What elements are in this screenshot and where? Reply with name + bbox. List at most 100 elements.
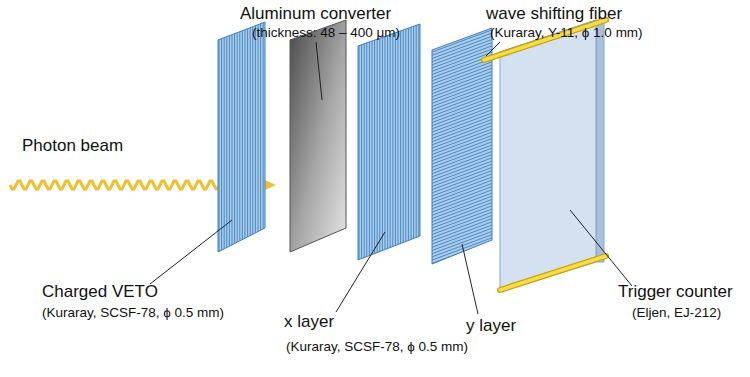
fiber-stroke: [430, 29, 494, 53]
fiber-stroke: [430, 144, 494, 168]
fiber-stroke: [387, 0, 388, 300]
fiber-stroke: [430, 176, 494, 200]
fiber-stroke: [232, 0, 233, 300]
fiber-stroke: [430, 183, 494, 207]
fiber-stroke: [430, 122, 494, 146]
fiber-stroke: [430, 250, 494, 274]
fiber-stroke: [237, 0, 238, 300]
fiber-stroke: [430, 237, 494, 261]
fiber-stroke: [364, 0, 365, 300]
fiber-stroke: [430, 16, 494, 40]
fiber-stripes: [219, 0, 263, 300]
fiber-stroke: [430, 231, 494, 255]
fiber-stroke: [430, 164, 494, 188]
fiber-stroke: [369, 0, 370, 300]
fiber-stroke: [430, 180, 494, 204]
fiber-stroke: [430, 148, 494, 172]
fiber-stroke: [430, 132, 494, 156]
fiber-stroke: [263, 0, 264, 300]
fiber-stroke: [430, 202, 494, 226]
fiber-stroke: [430, 119, 494, 143]
fiber-stroke: [430, 84, 494, 108]
part-label: x layer: [284, 312, 334, 332]
fiber-stroke: [430, 106, 494, 130]
fiber-stripes: [430, 16, 494, 280]
leader-line: [486, 42, 500, 56]
fiber-stroke: [430, 218, 494, 242]
fiber-stroke: [260, 0, 261, 300]
fiber-stroke: [430, 135, 494, 159]
fiber-stroke: [430, 221, 494, 245]
fiber-stroke: [430, 20, 494, 44]
fiber-stroke: [430, 112, 494, 136]
fiber-stroke: [377, 0, 378, 300]
fiber-stroke: [258, 0, 259, 300]
trigger-slab-side: [596, 20, 604, 262]
fiber-stroke: [430, 90, 494, 114]
part-label: (Kuraray, SCSF-78, ϕ 0.5 mm): [42, 305, 224, 321]
fiber-stroke: [430, 253, 494, 277]
fiber-stroke: [413, 0, 414, 300]
wls-fiber: [500, 256, 606, 290]
fiber-stroke: [239, 0, 240, 300]
fiber-stroke: [430, 186, 494, 210]
fiber-stroke: [219, 0, 220, 300]
fiber-stroke: [430, 228, 494, 252]
part-label: (thickness: 48 – 400 μm): [252, 25, 400, 41]
fiber-stroke: [229, 0, 230, 300]
fiber-stroke: [430, 64, 494, 88]
fiber-stroke: [430, 196, 494, 220]
fiber-stroke: [430, 74, 494, 98]
fiber-stroke: [430, 128, 494, 152]
fiber-stroke: [430, 256, 494, 280]
part-label: Aluminum converter: [240, 4, 391, 24]
fiber-stroke: [430, 71, 494, 95]
aluminum-plate: [290, 20, 346, 252]
fiber-stroke: [430, 192, 494, 216]
fiber-stroke: [430, 173, 494, 197]
fiber-stroke: [430, 109, 494, 133]
fiber-stroke: [430, 244, 494, 268]
fiber-stroke: [385, 0, 386, 300]
fiber-stroke: [430, 247, 494, 271]
fiber-stroke: [430, 61, 494, 85]
fiber-stroke: [234, 0, 235, 300]
fiber-stroke: [226, 0, 227, 300]
fiber-stroke: [430, 167, 494, 191]
fiber-stroke: [430, 80, 494, 104]
fiber-stroke: [430, 141, 494, 165]
fiber-stroke: [430, 240, 494, 264]
part-label: y layer: [466, 316, 516, 336]
fiber-stroke: [411, 0, 412, 300]
part-label: Charged VETO: [42, 282, 158, 302]
leader-line: [336, 232, 385, 312]
leader-line: [462, 244, 478, 314]
fiber-stroke: [398, 0, 399, 300]
fiber-stroke: [430, 138, 494, 162]
fiber-stroke: [430, 157, 494, 181]
fiber-stroke: [374, 0, 375, 300]
fiber-stroke: [408, 0, 409, 300]
fiber-stroke: [395, 0, 396, 300]
fiber-stroke: [430, 52, 494, 76]
fiber-stroke: [430, 103, 494, 127]
fiber-stroke: [247, 0, 248, 300]
fiber-stroke: [430, 151, 494, 175]
fiber-stroke: [430, 199, 494, 223]
fiber-stroke: [379, 0, 380, 300]
part-label: wave shifting fiber: [486, 4, 622, 24]
fiber-stroke: [221, 0, 222, 300]
fiber-stroke: [224, 0, 225, 300]
fiber-stroke: [416, 0, 417, 300]
fiber-stripes: [359, 0, 419, 300]
fiber-stroke: [418, 0, 419, 300]
fiber-stroke: [430, 125, 494, 149]
fiber-stroke: [430, 87, 494, 111]
trigger-counter: [500, 20, 596, 292]
fiber-stroke: [430, 77, 494, 101]
fiber-stroke: [430, 93, 494, 117]
fiber-stroke: [242, 0, 243, 300]
fiber-stroke: [430, 68, 494, 92]
part-label: Photon beam: [22, 136, 123, 156]
